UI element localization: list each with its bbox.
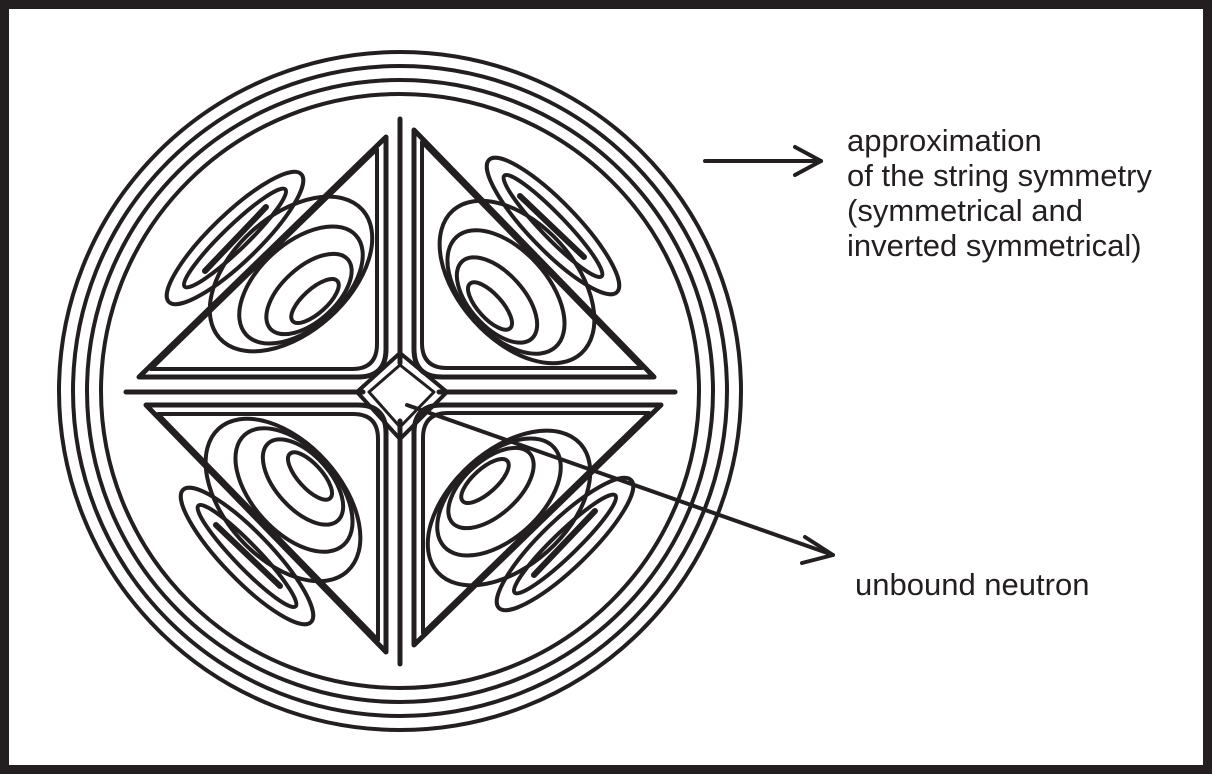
label-string-symmetry: approximation of the string symmetry (sy… [847, 123, 1152, 263]
arrow-unbound-neutron [407, 405, 833, 563]
label-line-4: inverted symmetrical) [847, 228, 1152, 263]
label-line-3: (symmetrical and [847, 193, 1152, 228]
cross-dividers [126, 119, 675, 664]
label-line-1: approximation [847, 123, 1152, 158]
label-unbound-neutron: unbound neutron [855, 567, 1089, 602]
arrow-symmetry [705, 147, 821, 175]
label-line-2: of the string symmetry [847, 158, 1152, 193]
